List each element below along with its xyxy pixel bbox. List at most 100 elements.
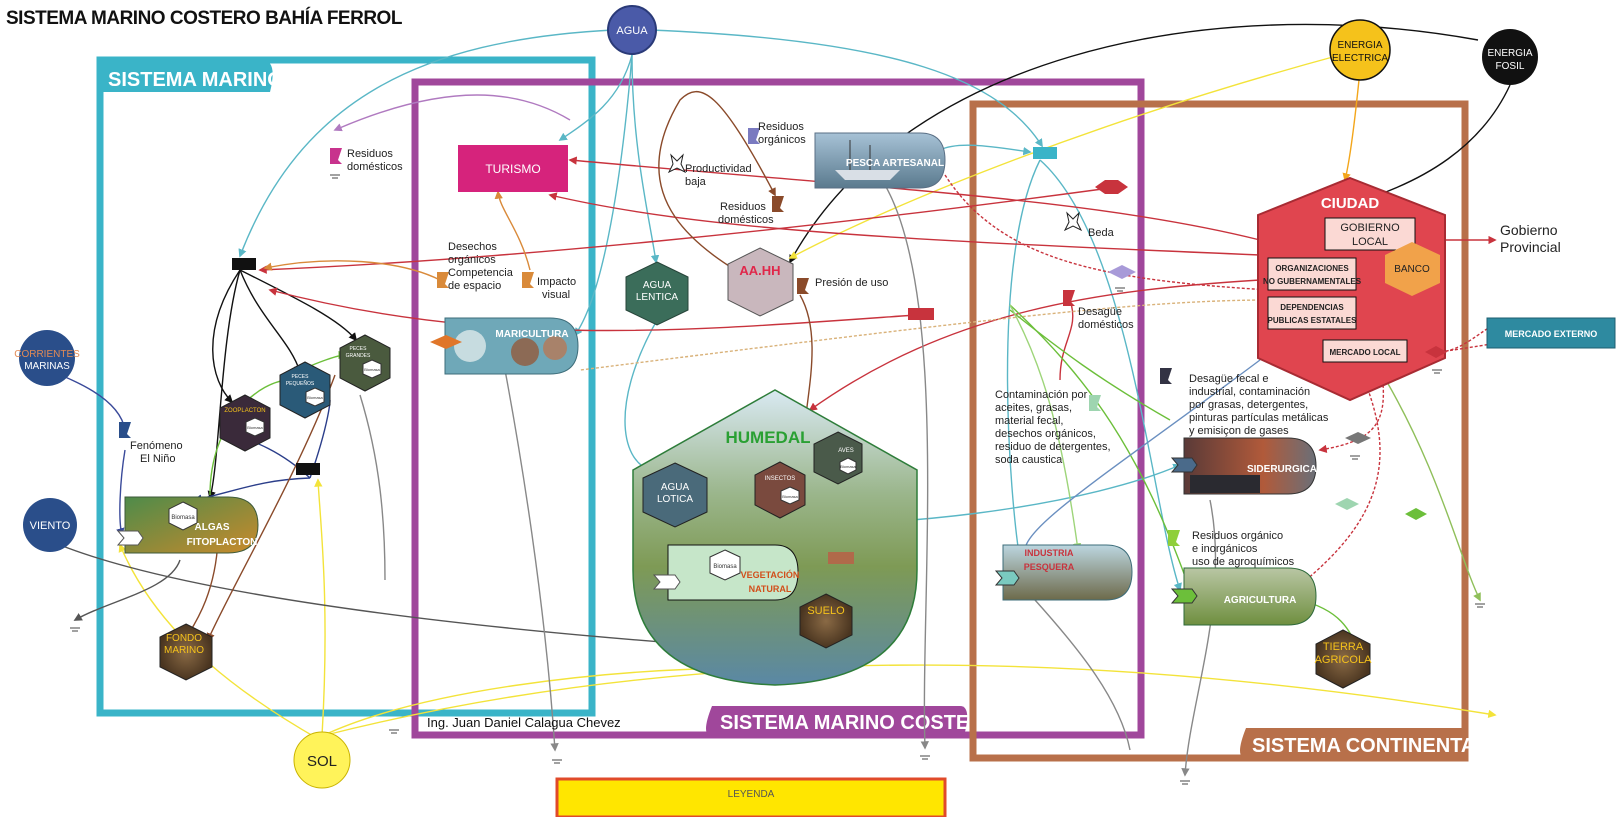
author-credit: Ing. Juan Daniel Calagua Chevez (427, 715, 621, 730)
desague-fecal-line-1: Desagüe fecal e (1189, 373, 1269, 385)
flow-markers (119, 128, 1447, 546)
fenomeno-line-2: El Niño (140, 453, 175, 465)
legend-label: LEYENDA (728, 789, 775, 800)
dependencias-label-1: DEPENDENCIAS (1280, 303, 1344, 312)
corrientes-label-1: CORRIENTES (14, 349, 80, 360)
peces-grandes-node: PECES GRANDES Biomasa (339, 334, 391, 392)
vegetacion-label-2: NATURAL (749, 584, 792, 594)
insectos-biomasa: Biomasa (782, 494, 798, 499)
dependencias: DEPENDENCIAS PUBLICAS ESTATALES (1267, 296, 1358, 330)
desague-fecal-line-4: pinturas partículas metálicas (1189, 412, 1329, 424)
pesca-label: PESCA ARTESANAL (846, 158, 944, 169)
viento-source: VIENTO (23, 498, 77, 552)
residuos-domesticos-2-line-1: Residuos (720, 201, 766, 213)
agua-lotica-label-2: LOTICA (657, 494, 693, 505)
fondo-marino-label-1: FONDO (166, 633, 202, 644)
tierra-agricola-label-1: TIERRA (1323, 641, 1364, 653)
aves-node: AVES Biomasa (813, 431, 863, 485)
sol-source: SOL (293, 731, 351, 789)
productividad-line-1: Productividad (685, 163, 752, 175)
suelo-label: SUELO (807, 605, 845, 617)
desague-domesticos-line-1: Desagüe (1078, 306, 1122, 318)
agricultura-node: AGRICULTURA (1170, 567, 1317, 626)
algas-label-2: FITOPLACTON (187, 537, 258, 548)
corrientes-marinas-source: CORRIENTES MARINAS (14, 330, 80, 386)
corrientes-label-2: MARINAS (24, 361, 70, 372)
peces-pequenos-node: PECES PEQUEÑOS Biomasa (279, 361, 331, 419)
industria-pesquera-label-1: INDUSTRIA (1025, 548, 1074, 558)
pesca-artesanal-node: PESCA ARTESANAL (814, 132, 946, 189)
desechos-line-1: Desechos (448, 241, 497, 253)
maricultura-node: MARICULTURA (444, 317, 579, 375)
desechos-line-3: Competencia (448, 267, 514, 279)
agua-lentica-node: AGUA LENTICA (625, 261, 689, 326)
insectos-label: INSECTOS (765, 476, 796, 482)
agua-lotica-label-1: AGUA (661, 482, 690, 493)
aves-biomasa: Biomasa (840, 464, 856, 469)
sistema-marino-label: SISTEMA MARINO (108, 69, 283, 91)
desechos-line-2: orgánicos (448, 254, 496, 266)
insectos-node: INSECTOS Biomasa (754, 461, 806, 519)
annotations: Residuos domésticos Residuos orgánicos P… (130, 121, 1329, 568)
marine-junction-2 (296, 463, 320, 475)
dependencias-label-2: PUBLICAS ESTATALES (1268, 316, 1358, 325)
energia-electrica-label-1: ENERGIA (1337, 40, 1382, 51)
tierra-agricola-node: TIERRA AGRICOLA (1315, 629, 1373, 689)
gobierno-local-label-1: GOBIERNO (1340, 222, 1400, 234)
desague-domesticos-line-2: domésticos (1078, 319, 1134, 331)
humedal-node: HUMEDAL AGUA LOTICA INSECTOS Biomasa AVE… (632, 389, 918, 686)
agua-source: AGUA (607, 5, 657, 55)
residuos-domesticos-2-line-2: domésticos (718, 214, 774, 226)
peces-grandes-biomasa: Biomasa (364, 367, 380, 372)
zooplacton-biomasa: Biomasa (247, 425, 263, 430)
desague-fecal-line-5: y emisiçon de gases (1189, 425, 1289, 437)
gobierno-provincial-label-1: Gobierno (1500, 222, 1558, 238)
legend-box[interactable]: LEYENDA (555, 777, 947, 817)
banco-label: BANCO (1394, 264, 1430, 275)
energia-electrica-label-2: ELECTRICA (1332, 53, 1388, 64)
desechos-line-4: de espacio (448, 280, 501, 292)
gobierno-provincial: Gobierno Provincial (1500, 222, 1561, 255)
residuos-domesticos-1-line-2: domésticos (347, 161, 403, 173)
residuos-organico-line-1: Residuos orgánico (1192, 530, 1283, 542)
ong-label-2: NO GUBERNAMENTALES (1263, 277, 1362, 286)
marine-junction-1 (232, 258, 256, 270)
tierra-agricola-label-2: AGRICOLA (1315, 654, 1373, 666)
vegetacion-biomasa: Biomasa (713, 564, 737, 570)
aves-label: AVES (838, 448, 854, 454)
aahh-label: AA.HH (739, 263, 780, 278)
contaminacion-line-6: soda caustica (995, 454, 1063, 466)
ong-label-1: ORGANIZACIONES (1275, 264, 1349, 273)
suelo-node: SUELO (799, 593, 853, 649)
mercado-externo: MERCADO EXTERNO (1486, 317, 1616, 349)
heat-sinks (70, 174, 1485, 785)
mercado-local: MERCADO LOCAL (1322, 339, 1408, 363)
sistema-continental-frame: SISTEMA CONTINENTAL (969, 100, 1488, 762)
contaminacion-line-4: desechos orgánicos, (995, 428, 1096, 440)
industria-pesquera-node: INDUSTRIA PESQUERA (994, 544, 1133, 601)
fondo-marino-label-2: MARINO (164, 645, 204, 656)
sistema-continental-label: SISTEMA CONTINENTAL (1252, 735, 1488, 757)
fondo-marino-node: FONDO MARINO (159, 623, 213, 681)
humedal-storage (828, 552, 854, 564)
desague-fecal-line-2: industrial, contaminación (1189, 386, 1310, 398)
peces-grandes-label-1: PECES (350, 346, 368, 352)
vegetacion-node: Biomasa VEGETACIÓN NATURAL (652, 544, 799, 601)
peces-pequenos-biomasa: Biomasa (307, 395, 323, 400)
peces-pequenos-label-1: PECES (292, 374, 310, 380)
residuos-domesticos-1-line-1: Residuos (347, 148, 393, 160)
gobierno-local-label-2: LOCAL (1352, 236, 1388, 248)
maricultura-label: MARICULTURA (495, 329, 568, 340)
zooplacton-label: ZOOPLACTON (224, 408, 265, 414)
mercado-local-label: MERCADO LOCAL (1329, 348, 1400, 357)
residuos-organico-line-2: e inorgánicos (1192, 543, 1258, 555)
viento-label: VIENTO (30, 520, 71, 532)
aahh-node: AA.HH (727, 247, 794, 317)
agua-lentica-label-1: AGUA (643, 280, 672, 291)
residuos-organicos-line-1: Residuos (758, 121, 804, 133)
industria-pesquera-label-2: PESQUERA (1024, 562, 1075, 572)
banco: BANCO (1385, 242, 1440, 296)
turismo-node: TURISMO (458, 145, 568, 192)
peces-pequenos-label-2: PEQUEÑOS (286, 380, 315, 387)
